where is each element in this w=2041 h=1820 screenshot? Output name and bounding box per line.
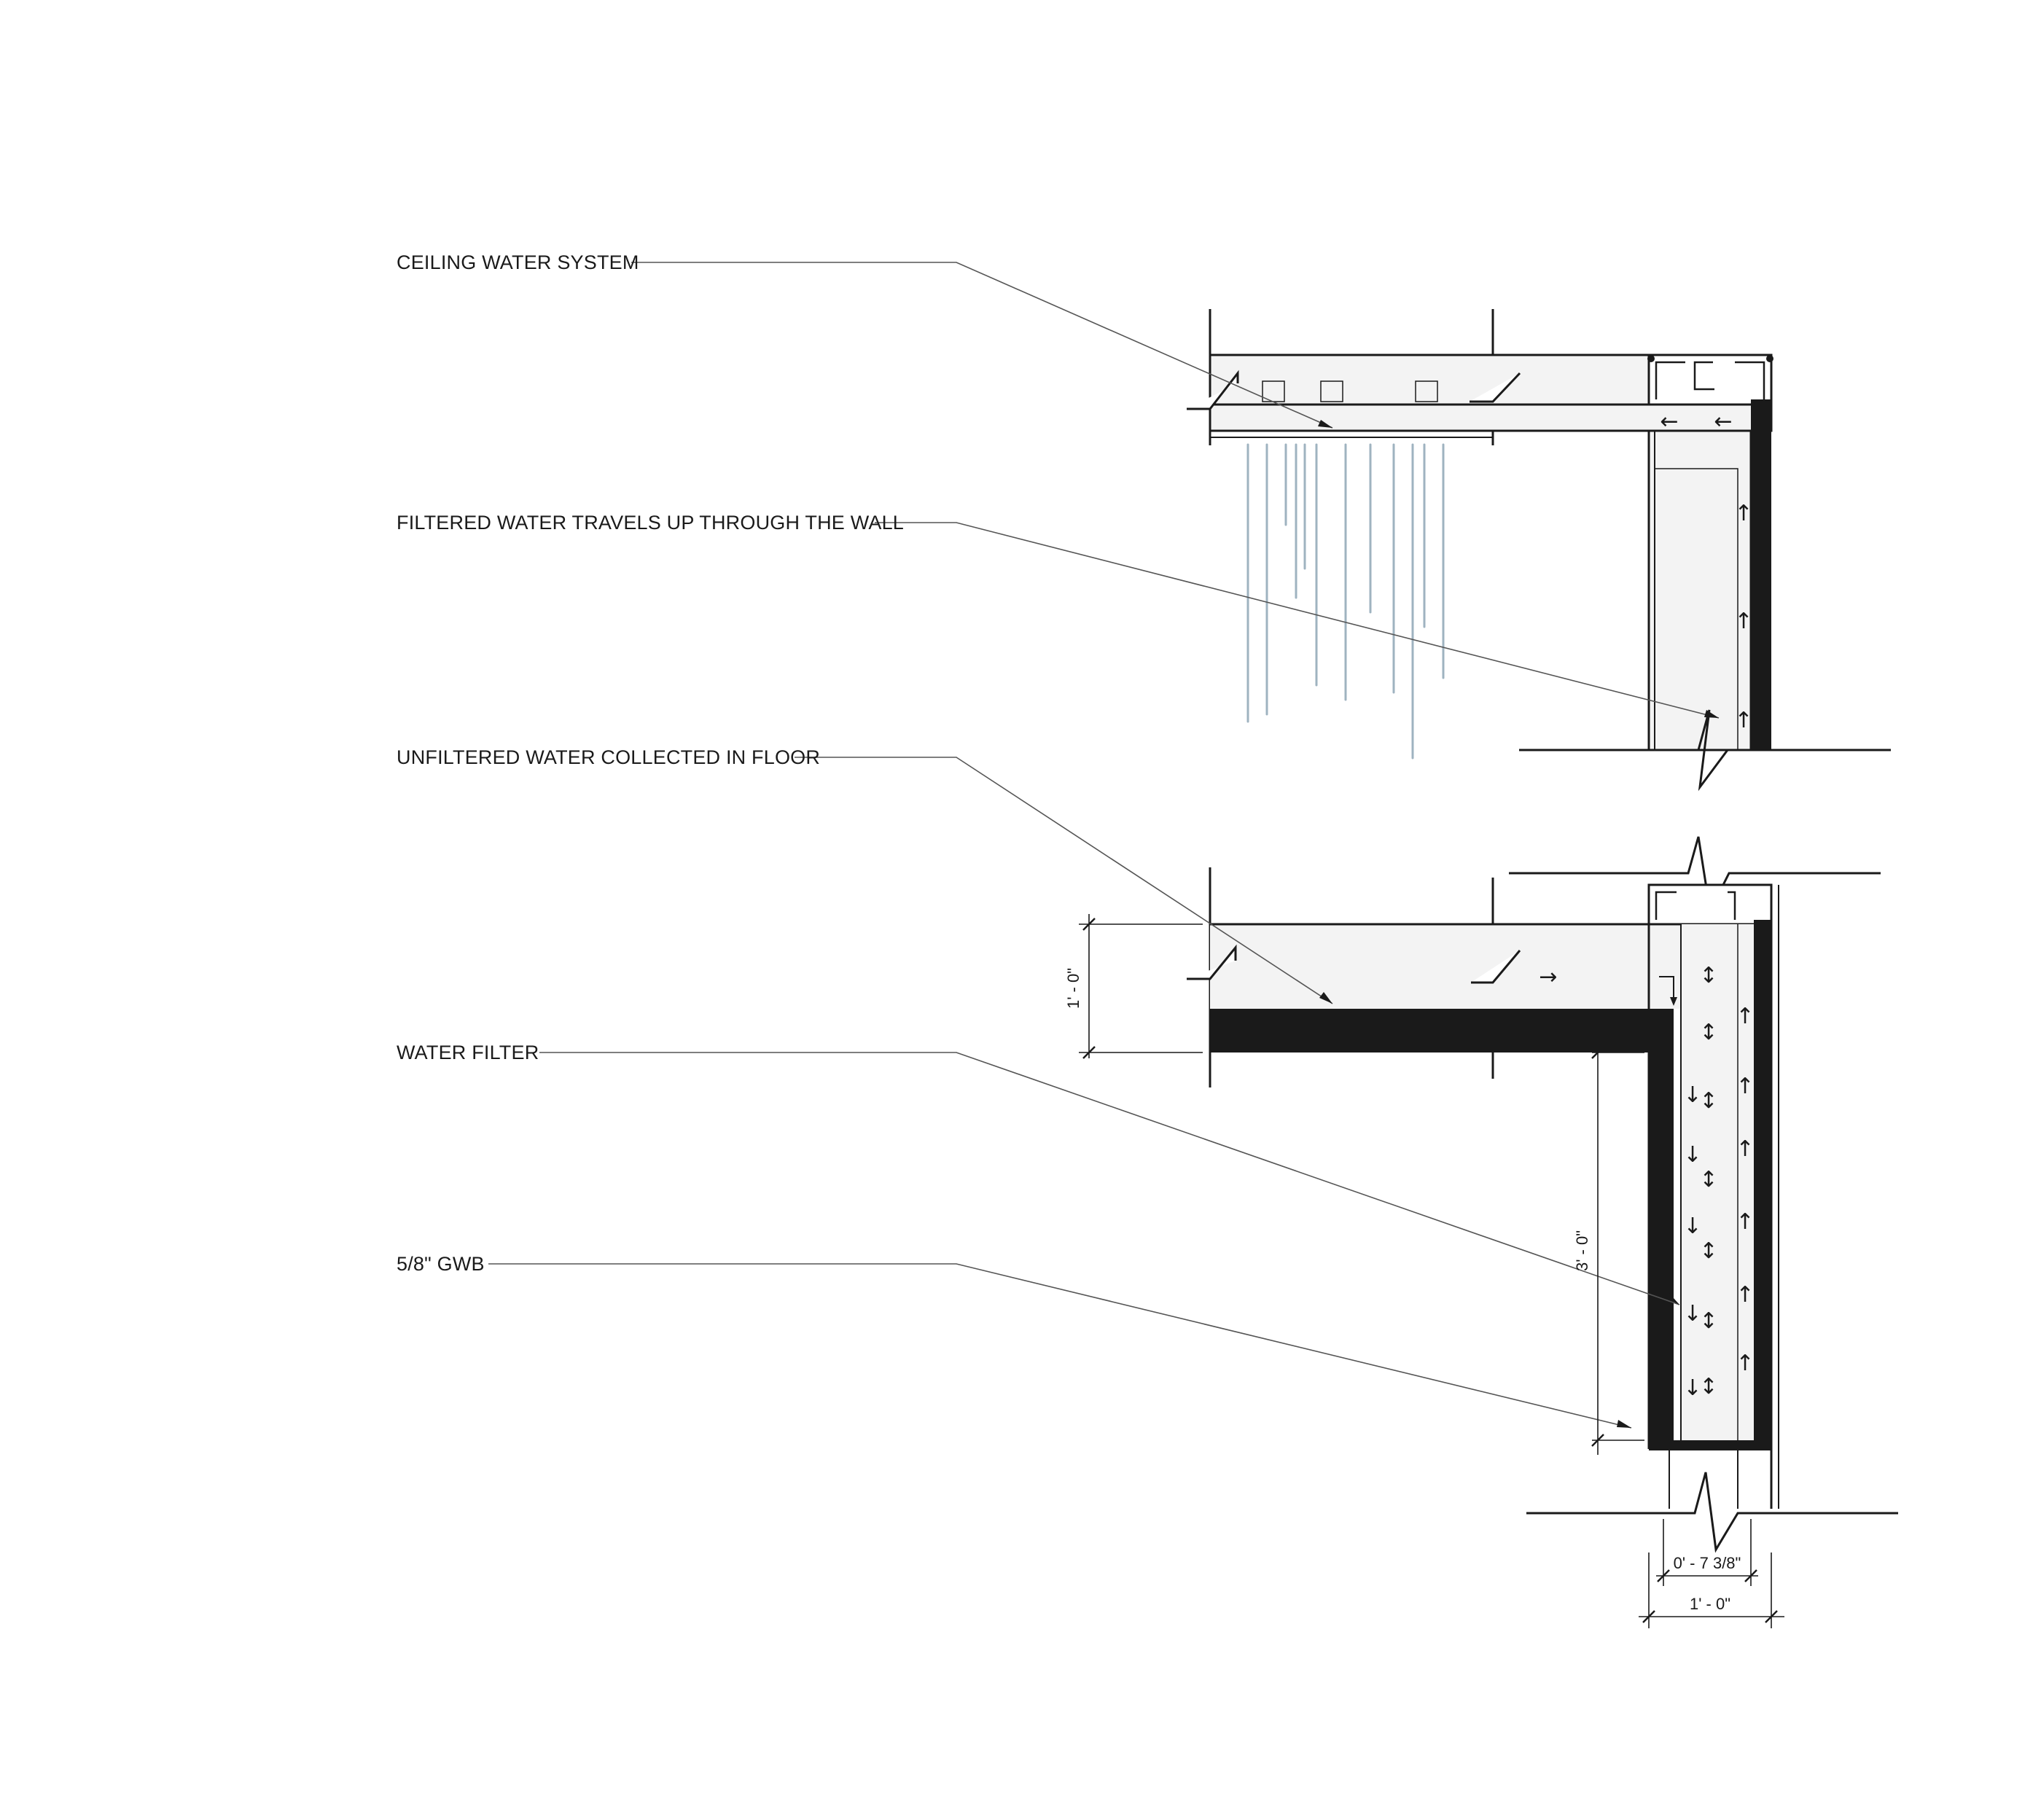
leader-gwb	[488, 1263, 1632, 1429]
break-symbol	[1471, 950, 1521, 984]
channel-bracket	[1655, 891, 1677, 920]
arrowhead	[1704, 710, 1719, 718]
wall-inner-line	[1655, 468, 1738, 750]
flow-arrow-right: →	[1539, 964, 1557, 990]
flow-arrow-both: ↕	[1699, 1238, 1717, 1264]
flow-arrow-both: ↕	[1699, 1374, 1717, 1399]
arrowhead	[1617, 1420, 1631, 1428]
flow-arrow-up: ↑	[1736, 1351, 1754, 1376]
channel-bracket	[1735, 361, 1765, 399]
label-unfiltered-water: UNFILTERED WATER COLLECTED IN FLOOR	[397, 746, 820, 768]
arrowhead	[1318, 420, 1332, 428]
flow-arrow-left: ←	[1660, 409, 1678, 434]
flow-arrow-up: ↑	[1736, 1136, 1754, 1162]
flow-arrow-up: ↑	[1736, 1074, 1754, 1099]
flow-arrow-up: ↑	[1734, 609, 1752, 634]
ceiling-fixture	[1415, 380, 1438, 402]
flow-arrow-up: ↑	[1736, 1209, 1754, 1235]
flow-arrow-turn-head	[1670, 997, 1677, 1006]
flow-arrow-both: ↕	[1699, 1308, 1717, 1334]
anchor-dot	[1647, 355, 1655, 362]
anchor-dot	[1766, 355, 1773, 362]
flow-arrow-up: ↑	[1736, 1004, 1754, 1029]
floor-section-detail	[1187, 836, 1898, 1553]
flow-arrows-upper: ← ← ↑ ↑ ↑	[1660, 409, 1752, 733]
floor-line	[1526, 1472, 1898, 1553]
ceiling-fixture	[1320, 380, 1343, 402]
wall-filter	[1754, 920, 1771, 1449]
leader-arrowheads	[1318, 420, 1719, 1428]
flow-arrow-turn	[1659, 976, 1674, 1000]
wall-cavity	[1681, 924, 1754, 1440]
channel-bracket	[1655, 361, 1685, 399]
leader-unfiltered-water	[795, 757, 1333, 1004]
water-filter	[1210, 1009, 1674, 1440]
water-strands	[1246, 443, 1445, 759]
label-water-filter: WATER FILTER	[397, 1042, 539, 1063]
label-ceiling-water-system: CEILING WATER SYSTEM	[397, 251, 639, 273]
dim-text-floor-depth: 1' - 0"	[1064, 968, 1082, 1009]
flow-arrow-down: ↓	[1683, 1082, 1701, 1108]
arrowhead	[1319, 992, 1332, 1004]
label-gwb: 5/8" GWB	[397, 1253, 485, 1275]
flow-arrow-both: ↕	[1699, 1020, 1717, 1045]
flow-arrow-down: ↓	[1683, 1301, 1701, 1327]
flow-arrow-up: ↑	[1734, 708, 1752, 733]
base-filter	[1649, 1440, 1771, 1450]
label-filtered-water: FILTERED WATER TRAVELS UP THROUGH THE WA…	[397, 512, 904, 534]
dim-text-wall-width: 1' - 0"	[1690, 1595, 1730, 1613]
flow-arrow-both: ↕	[1699, 963, 1717, 988]
callout-labels: CEILING WATER SYSTEM FILTERED WATER TRAV…	[397, 251, 904, 1275]
channel-bracket	[1693, 361, 1714, 391]
ceiling-water-channel	[1209, 403, 1773, 432]
wall-cavity	[1647, 429, 1752, 751]
leader-lines	[488, 262, 1720, 1429]
floor-collection-space	[1210, 924, 1758, 1009]
dim-text-filter-height: 3' - 0"	[1573, 1230, 1591, 1271]
leader-filtered-water	[875, 522, 1720, 719]
corner-channel	[1647, 883, 1773, 926]
leader-ceiling-water-system	[631, 262, 1333, 429]
break-symbol	[1470, 372, 1521, 403]
wall-filter	[1751, 399, 1771, 750]
dimension-text: 1' - 0" 3' - 0" 0' - 7 3/8" 1' - 0"	[1064, 968, 1741, 1613]
flow-arrow-down: ↓	[1683, 1142, 1701, 1168]
leader-water-filter	[539, 1052, 1680, 1305]
floor-line	[1509, 836, 1881, 915]
channel-bracket	[1728, 891, 1736, 920]
corner-channel	[1647, 354, 1773, 406]
ceiling-section-detail	[1187, 309, 1891, 792]
break-symbol	[1187, 944, 1237, 980]
dim-text-cavity-width: 0' - 7 3/8"	[1674, 1554, 1741, 1572]
flow-arrow-up: ↑	[1736, 1282, 1754, 1308]
flow-arrow-up: ↑	[1734, 501, 1752, 526]
floor-line	[1519, 709, 1891, 792]
break-symbol	[1187, 370, 1239, 410]
flow-arrow-both: ↕	[1699, 1167, 1717, 1192]
flow-arrow-down: ↓	[1683, 1214, 1701, 1239]
dimension-lines	[1079, 914, 1784, 1628]
flow-arrows-lower: → ↕ ↕ ↕ ↕ ↕ ↕ ↕ ↓ ↓ ↓ ↓ ↓ ↑ ↑ ↑ ↑ ↑ ↑	[1539, 963, 1754, 1401]
flow-arrow-left: ←	[1714, 409, 1732, 434]
arrowhead	[1666, 1292, 1679, 1305]
flow-arrow-both: ↕	[1699, 1088, 1717, 1114]
flow-arrow-down: ↓	[1683, 1375, 1701, 1401]
